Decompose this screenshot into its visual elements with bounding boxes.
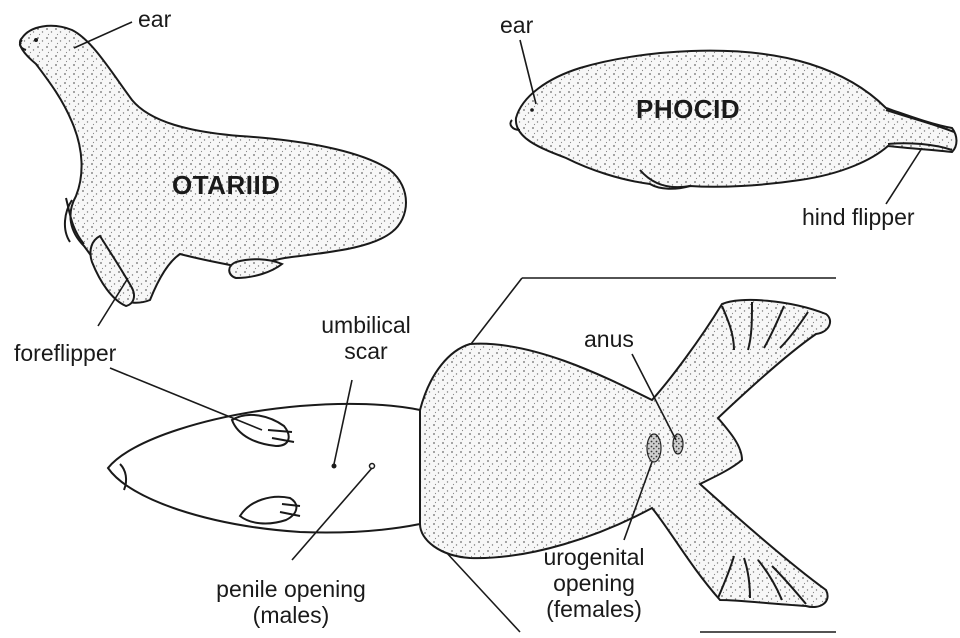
penile-opening-label: penile opening (males) [198,576,384,628]
umbilical-scar-mark [332,464,337,469]
penile-opening-mark [370,464,375,469]
umbilical-scar-label: umbilical scar [306,312,426,364]
urogenital-opening-label: urogenital opening (females) [532,544,656,622]
foreflipper-label: foreflipper [14,340,116,366]
umbilical-scar-label-line1: umbilical [306,312,426,338]
otariid-body [20,26,406,303]
hind-flipper-label: hind flipper [802,204,915,230]
anus-label: anus [584,326,634,352]
otariid-ear-label: ear [138,6,171,32]
otariid-title: OTARIID [172,170,280,201]
urogenital-opening-label-line3: (females) [532,596,656,622]
urogenital-opening-mark [647,434,661,462]
penile-opening-label-line2: (males) [198,602,384,628]
urogenital-opening-label-line2: opening [532,570,656,596]
ventral-foreflipper-lower [240,497,296,524]
otariid-figure [20,26,406,306]
phocid-ear-label: ear [500,12,533,38]
otariid-hind-flipper-shape [229,259,282,278]
penile-opening-label-line1: penile opening [198,576,384,602]
phocid-title: PHOCID [636,94,740,125]
urogenital-opening-label-line1: urogenital [532,544,656,570]
umbilical-scar-label-line2: scar [306,338,426,364]
ventral-full-figure [108,404,420,533]
